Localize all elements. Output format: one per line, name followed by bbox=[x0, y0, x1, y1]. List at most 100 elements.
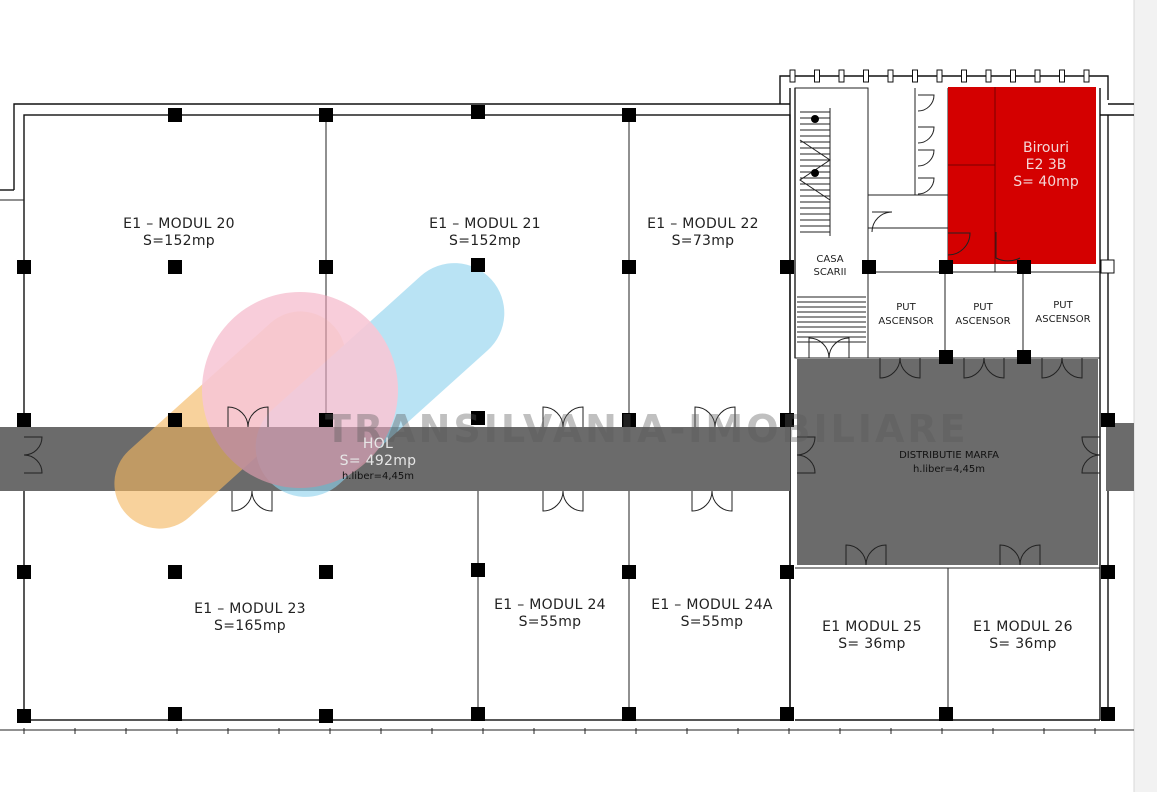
structural-column bbox=[168, 260, 182, 274]
structural-column bbox=[319, 260, 333, 274]
room-m22-name: E1 – MODUL 22 bbox=[647, 216, 759, 232]
door-swing bbox=[23, 454, 43, 474]
doors bbox=[23, 94, 1101, 566]
door-swing bbox=[1041, 357, 1063, 379]
structural-column bbox=[862, 260, 876, 274]
elevator-shaft-2-label-2: ASCENSOR bbox=[955, 316, 1010, 327]
door-swing bbox=[714, 406, 736, 428]
structural-column bbox=[471, 707, 485, 721]
structural-column bbox=[1017, 260, 1031, 274]
structural-column bbox=[622, 108, 636, 122]
room-m21-area: S=152mp bbox=[449, 233, 521, 249]
structural-column bbox=[168, 413, 182, 427]
room-m26-area: S= 36mp bbox=[989, 636, 1057, 652]
rail-post bbox=[1059, 69, 1065, 83]
structural-column bbox=[471, 105, 485, 119]
structural-column bbox=[17, 565, 31, 579]
door-swing-small bbox=[917, 94, 935, 112]
elevator-shaft-3-label-1: PUT bbox=[1053, 300, 1073, 311]
door-swing bbox=[1061, 357, 1083, 379]
goods-distribution-area bbox=[797, 359, 1098, 565]
structural-column bbox=[17, 260, 31, 274]
structural-column bbox=[939, 350, 953, 364]
room-m24-area: S=55mp bbox=[519, 614, 582, 630]
room-m20-area: S=152mp bbox=[143, 233, 215, 249]
door-swing bbox=[1019, 544, 1041, 566]
door-swing bbox=[828, 337, 850, 359]
room-m20-name: E1 – MODUL 20 bbox=[123, 216, 235, 232]
door-swing bbox=[1081, 454, 1101, 474]
door-swing bbox=[899, 357, 921, 379]
structural-column bbox=[17, 709, 31, 723]
door-swing bbox=[808, 337, 830, 359]
room-m23-name: E1 – MODUL 23 bbox=[194, 601, 306, 617]
structural-column bbox=[319, 413, 333, 427]
door-swing bbox=[247, 406, 269, 428]
door-swing bbox=[694, 406, 716, 428]
watermark-text: TRANSILVANIA-IMOBILIARE bbox=[325, 407, 969, 451]
structural-column bbox=[471, 563, 485, 577]
rail-post bbox=[789, 69, 796, 83]
room-m21-name: E1 – MODUL 21 bbox=[429, 216, 541, 232]
structural-column bbox=[939, 260, 953, 274]
door-swing-small bbox=[917, 126, 935, 144]
structural-column bbox=[471, 411, 485, 425]
top-rail bbox=[23, 69, 1096, 734]
elevator-shaft-1-label-2: ASCENSOR bbox=[878, 316, 933, 327]
stairs bbox=[797, 108, 866, 343]
door-swing-small bbox=[947, 232, 971, 256]
structural-column bbox=[1017, 350, 1031, 364]
structural-column bbox=[471, 258, 485, 272]
structural-column-hollow bbox=[1100, 259, 1115, 274]
structural-column bbox=[168, 565, 182, 579]
rail-post bbox=[838, 69, 845, 83]
rail-post bbox=[1034, 69, 1041, 83]
office-label-1: Birouri bbox=[1023, 140, 1069, 156]
door-swing bbox=[542, 406, 564, 428]
structural-column bbox=[622, 707, 636, 721]
structural-column bbox=[780, 413, 794, 427]
door-swing bbox=[983, 357, 1005, 379]
corridor-hol-name: HOL bbox=[363, 436, 393, 452]
structural-column bbox=[319, 709, 333, 723]
structural-column bbox=[622, 413, 636, 427]
stair-marker bbox=[811, 115, 819, 123]
corridor-right-stub bbox=[1106, 423, 1134, 491]
corridor-hol-height: h.liber=4,45m bbox=[342, 471, 414, 482]
stairwell-label-1: CASA bbox=[816, 254, 843, 265]
structural-column bbox=[1101, 413, 1115, 427]
page-edge bbox=[1134, 0, 1157, 792]
structural-column bbox=[1101, 707, 1115, 721]
room-m24a-name: E1 – MODUL 24A bbox=[651, 597, 773, 613]
distribution-name: DISTRIBUTIE MARFA bbox=[899, 450, 999, 461]
door-swing bbox=[999, 544, 1021, 566]
door-swing bbox=[845, 544, 867, 566]
rail-post bbox=[1010, 69, 1016, 83]
door-swing bbox=[562, 490, 584, 512]
room-m24-name: E1 – MODUL 24 bbox=[494, 597, 606, 613]
structural-column bbox=[780, 707, 794, 721]
distribution-height: h.liber=4,45m bbox=[913, 464, 985, 475]
door-swing-small bbox=[917, 149, 935, 167]
door-swing bbox=[879, 357, 901, 379]
structural-column bbox=[319, 108, 333, 122]
door-swing-small bbox=[871, 211, 893, 233]
room-m26-name: E1 MODUL 26 bbox=[973, 619, 1073, 635]
structural-column bbox=[622, 260, 636, 274]
structural-column bbox=[17, 413, 31, 427]
door-swing bbox=[711, 490, 733, 512]
rail-post bbox=[936, 69, 943, 83]
elevator-shaft-1-label-1: PUT bbox=[896, 302, 916, 313]
door-swing bbox=[963, 357, 985, 379]
structural-column bbox=[780, 565, 794, 579]
room-m24a-area: S=55mp bbox=[681, 614, 744, 630]
stairwell-label-2: SCARII bbox=[813, 267, 846, 278]
door-swing bbox=[562, 406, 584, 428]
door-swing bbox=[796, 454, 816, 474]
elevator-shaft-2-label-1: PUT bbox=[973, 302, 993, 313]
structural-column bbox=[168, 108, 182, 122]
rail-post bbox=[985, 69, 992, 83]
office-label-2: E2 3B bbox=[1026, 157, 1067, 173]
corridor-hol-area: S= 492mp bbox=[340, 453, 417, 469]
stair-marker bbox=[811, 169, 819, 177]
